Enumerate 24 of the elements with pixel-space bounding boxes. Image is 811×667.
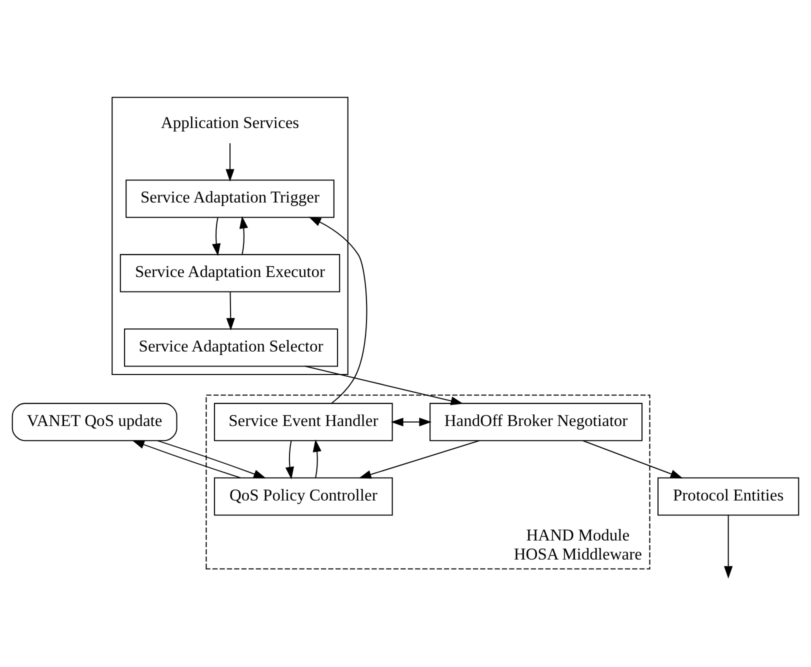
node-box: Service Adaptation Executor [120, 254, 340, 292]
arrow [312, 439, 322, 478]
node-box: Service Adaptation Selector [124, 328, 338, 367]
arrow [212, 218, 221, 256]
node-box: HandOff Broker Negotiator [430, 402, 643, 442]
arrow [308, 216, 368, 404]
node-box: VANET QoS update [12, 402, 178, 442]
arrow [132, 440, 240, 478]
arrow [582, 440, 683, 478]
node-box: Service Adaptation Trigger [126, 180, 334, 218]
arrow [305, 366, 464, 406]
node-box: QoS Policy Controller [214, 477, 393, 516]
cluster [112, 96, 348, 375]
arrow [390, 418, 432, 426]
arrow [226, 292, 235, 330]
arrow [226, 143, 234, 182]
node-box: Service Event Handler [214, 402, 393, 442]
arrow [239, 216, 248, 255]
arrow [157, 440, 266, 478]
node-box: Protocol Entities [658, 477, 800, 516]
arrow [358, 440, 480, 479]
node-text: Application Services [160, 113, 300, 132]
arrow [724, 515, 733, 579]
arrow [285, 440, 294, 480]
